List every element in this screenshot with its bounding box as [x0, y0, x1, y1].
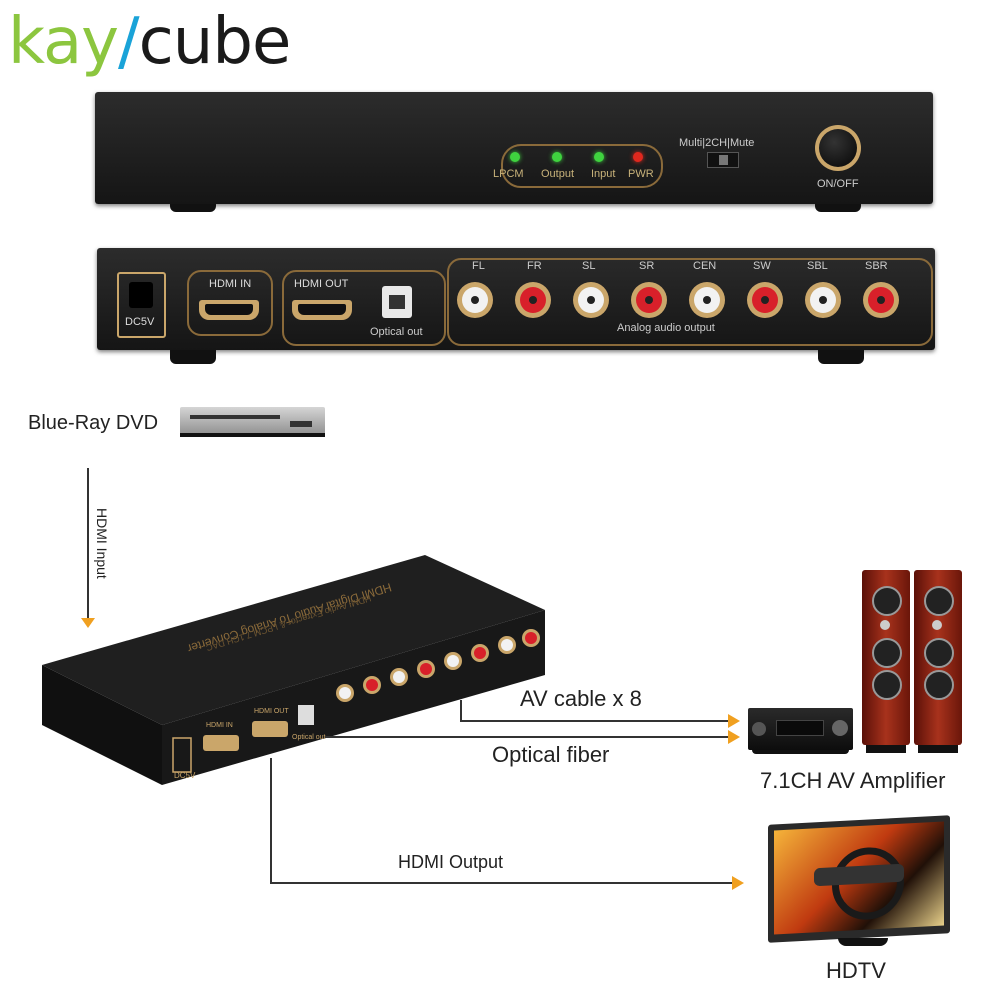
logo-text-cube: cube	[138, 5, 292, 79]
hdmi-in-label: HDMI IN	[209, 278, 252, 290]
source-label: Blue-Ray DVD	[28, 412, 159, 434]
device-top-face	[42, 555, 545, 725]
rca-jack-fl	[457, 282, 493, 318]
hdmi-output-label: HDMI Output	[398, 852, 504, 872]
led-lpcm	[510, 152, 520, 162]
iso-hdmi-out-label: HDMI OUT	[254, 708, 289, 715]
rca-jack-sr	[631, 282, 667, 318]
front-foot-left	[170, 204, 216, 212]
optical-fiber-arrow-icon	[728, 730, 740, 744]
av-amplifier	[748, 708, 853, 750]
hdmi-out-label: HDMI OUT	[294, 278, 349, 290]
iso-hdmi-out	[252, 721, 288, 737]
optical-port	[382, 286, 412, 318]
amplifier-foot	[752, 750, 849, 754]
dc-jack: DC5V	[117, 272, 166, 338]
av-cable-line	[460, 720, 728, 722]
av-cable-line-vertical	[460, 700, 462, 722]
analog-output-label: Analog audio output	[617, 322, 715, 334]
channel-label-fr: FR	[527, 260, 542, 272]
tv-label: HDTV	[826, 958, 886, 983]
hdmi-out-frame: HDMI OUT Optical out	[282, 270, 446, 346]
rear-panel: DC5V HDMI IN HDMI OUT Optical out FL FR …	[97, 248, 935, 350]
av-cable-label: AV cable x 8	[520, 686, 642, 711]
channel-label-sbl: SBL	[807, 260, 828, 272]
logo-slash: /	[118, 5, 140, 79]
hdtv	[768, 815, 954, 948]
device-side-face	[42, 665, 162, 785]
logo-text-kay: kay	[8, 5, 119, 79]
iso-dc-label: DC5V	[174, 771, 196, 780]
speaker-right	[914, 570, 962, 753]
rear-foot-left	[170, 350, 216, 364]
rca-jack-sl	[573, 282, 609, 318]
channel-label-fl: FL	[472, 260, 485, 272]
power-button[interactable]	[815, 125, 861, 171]
hdmi-output-arrow-icon	[732, 876, 744, 890]
iso-optical	[298, 705, 314, 725]
led-pwr	[633, 152, 643, 162]
rca-jack-sbr	[863, 282, 899, 318]
iso-hdmi-in	[203, 735, 239, 751]
bluray-player	[180, 407, 325, 437]
rca-jack-sw	[747, 282, 783, 318]
converter-device: HDMI Digital Audio To Analog Converter H…	[42, 555, 545, 785]
led-label-lpcm: LPCM	[493, 168, 524, 180]
optical-fiber-label: Optical fiber	[492, 742, 610, 767]
analog-output-frame	[447, 258, 933, 346]
rear-foot-right	[818, 350, 864, 364]
av-cable-arrow-icon	[728, 714, 740, 728]
optical-fiber-line	[325, 736, 728, 738]
speaker-left	[862, 570, 910, 753]
hdmi-out-port	[292, 300, 352, 320]
rca-jack-cen	[689, 282, 725, 318]
channel-label-sr: SR	[639, 260, 655, 272]
hdmi-output-line	[270, 882, 732, 884]
led-output	[552, 152, 562, 162]
channel-label-cen: CEN	[693, 260, 717, 272]
rca-jack-fr	[515, 282, 551, 318]
channel-label-sl: SL	[582, 260, 596, 272]
hdmi-in-frame: HDMI IN	[187, 270, 273, 336]
channel-label-sw: SW	[753, 260, 771, 272]
channel-label-sbr: SBR	[865, 260, 888, 272]
led-input	[594, 152, 604, 162]
iso-hdmi-in-label: HDMI IN	[206, 722, 233, 729]
brand-logo: kay/cube	[8, 2, 292, 82]
power-label: ON/OFF	[817, 178, 859, 190]
led-label-output: Output	[541, 168, 575, 180]
iso-dc-jack	[172, 737, 192, 773]
optical-label: Optical out	[370, 326, 423, 338]
rca-jack-sbl	[805, 282, 841, 318]
iso-optical-label: Optical out	[292, 734, 326, 741]
front-foot-right	[815, 204, 861, 212]
hdmi-input-line	[87, 468, 89, 618]
led-label-pwr: PWR	[628, 168, 654, 180]
amplifier-label: 7.1CH AV Amplifier	[760, 768, 946, 793]
hdmi-in-port	[199, 300, 259, 320]
switch-label: Multi|2CH|Mute	[679, 137, 755, 149]
hdmi-input-arrow-icon	[81, 618, 95, 628]
iso-rca-row	[336, 629, 540, 702]
led-group	[501, 144, 663, 188]
dc-label: DC5V	[125, 316, 155, 328]
front-panel: LPCM Output Input PWR Multi|2CH|Mute ON/…	[95, 92, 933, 204]
hdmi-output-line-vertical	[270, 758, 272, 884]
led-label-input: Input	[591, 168, 616, 180]
mode-switch[interactable]	[707, 152, 739, 168]
